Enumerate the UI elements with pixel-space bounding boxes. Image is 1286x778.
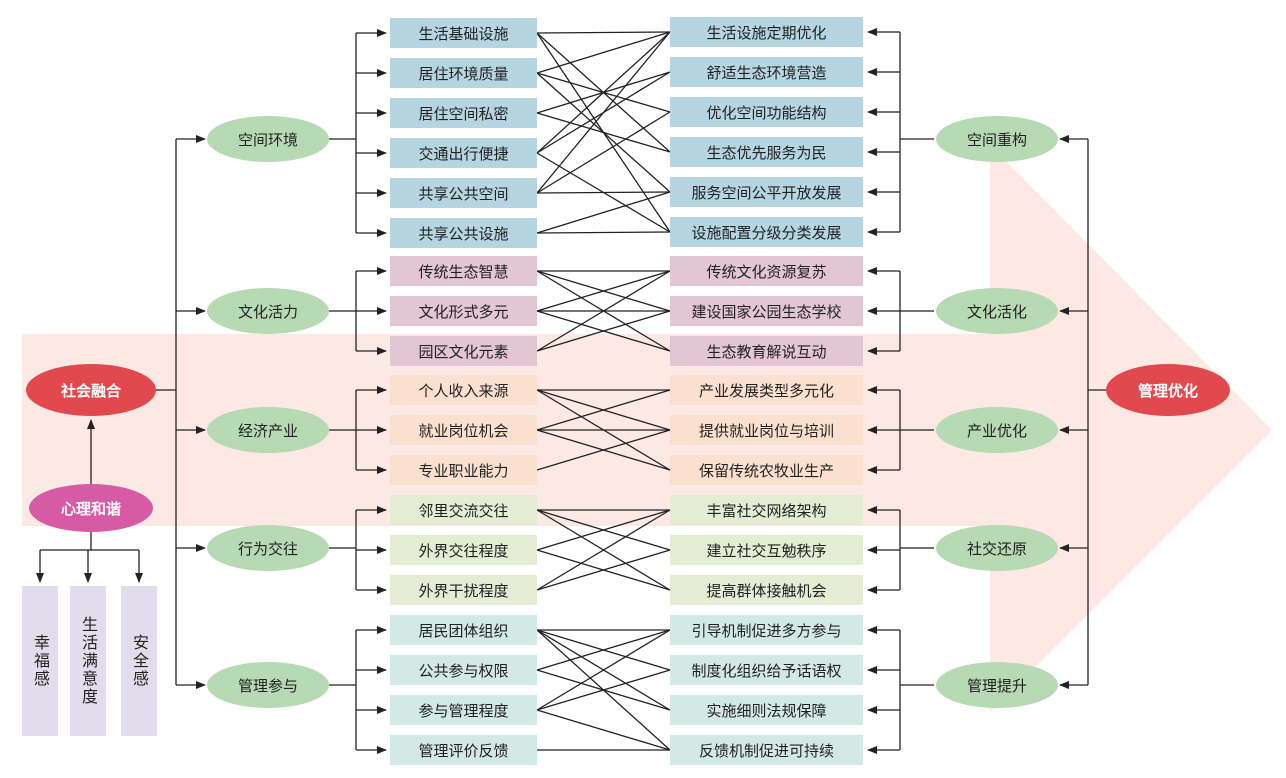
cross-link <box>536 270 671 352</box>
left-item: 个人收入来源 <box>390 375 537 405</box>
cross-link <box>536 111 671 194</box>
left-item: 交通出行便捷 <box>390 138 537 168</box>
right-item: 反馈机制促进可持续 <box>670 735 863 765</box>
left-item: 文化形式多元 <box>390 296 537 326</box>
cross-link <box>536 191 671 194</box>
cross-link <box>536 549 671 591</box>
cross-link <box>536 31 671 74</box>
right-item: 建立社交互勉秩序 <box>670 535 863 565</box>
psychological-harmony-node: 心理和谐 <box>29 484 153 532</box>
left-item: 居民团体组织 <box>390 615 537 645</box>
right-item: 设施配置分级分类发展 <box>670 217 863 247</box>
left-item: 园区文化元素 <box>390 336 537 366</box>
security-box: 安全感 <box>121 586 157 736</box>
right-item: 实施细则法规保障 <box>670 695 863 725</box>
cross-link <box>536 31 671 34</box>
cross-link <box>536 191 671 234</box>
cross-link <box>536 31 671 194</box>
cross-link <box>536 629 671 671</box>
left-item: 就业岗位机会 <box>390 415 537 445</box>
right-item: 生态优先服务为民 <box>670 137 863 167</box>
right-item: 制度化组织给予话语权 <box>670 655 863 685</box>
cross-link <box>536 429 671 471</box>
cross-link <box>536 509 671 591</box>
right-category-3: 产业优化 <box>936 407 1058 453</box>
social-integration-node: 社会融合 <box>26 364 156 416</box>
left-item: 外界干扰程度 <box>390 575 537 605</box>
right-category-5: 管理提升 <box>936 662 1058 708</box>
left-category-5: 管理参与 <box>207 662 329 708</box>
left-item: 生活基础设施 <box>390 18 537 48</box>
left-category-2: 文化活力 <box>207 288 329 334</box>
left-item: 共享公共空间 <box>390 178 537 208</box>
right-item: 生活设施定期优化 <box>670 17 863 47</box>
cross-link <box>536 31 671 154</box>
right-item: 提高群体接触机会 <box>670 575 863 605</box>
right-item: 传统文化资源复苏 <box>670 256 863 286</box>
right-item: 舒适生态环境营造 <box>670 57 863 87</box>
life-satisfaction-box: 生活满意度 <box>70 586 106 736</box>
management-optimization-node: 管理优化 <box>1106 364 1230 416</box>
right-item: 产业发展类型多元化 <box>670 375 863 405</box>
left-item: 共享公共设施 <box>390 218 537 248</box>
right-item: 建设国家公园生态学校 <box>670 296 863 326</box>
left-item: 参与管理程度 <box>390 695 537 725</box>
left-item: 居住环境质量 <box>390 58 537 88</box>
left-item: 居住空间私密 <box>390 98 537 128</box>
right-item: 丰富社交网络架构 <box>670 495 863 525</box>
left-category-1: 空间环境 <box>207 116 329 162</box>
right-category-1: 空间重构 <box>936 116 1058 162</box>
right-item: 生态教育解说互动 <box>670 336 863 366</box>
left-item: 公共参与权限 <box>390 655 537 685</box>
right-item: 优化空间功能结构 <box>670 97 863 127</box>
cross-link <box>536 231 671 234</box>
cross-link <box>536 270 671 312</box>
right-category-4: 社交还原 <box>936 525 1058 571</box>
left-item: 传统生态智慧 <box>390 256 537 286</box>
cross-link <box>536 112 671 153</box>
left-item: 外界交往程度 <box>390 535 537 565</box>
right-item: 引导机制促进多方参与 <box>670 615 863 645</box>
happiness-box: 幸福感 <box>22 586 58 736</box>
cross-link <box>536 509 671 551</box>
left-item: 专业职业能力 <box>390 455 537 485</box>
left-category-4: 行为交往 <box>207 525 329 571</box>
left-item: 邻里交流交往 <box>390 495 537 525</box>
right-item: 保留传统农牧业生产 <box>670 455 863 485</box>
cross-link <box>536 629 671 711</box>
cross-link <box>536 389 671 431</box>
right-category-2: 文化活化 <box>936 288 1058 334</box>
right-item: 提供就业岗位与培训 <box>670 415 863 445</box>
left-category-3: 经济产业 <box>207 407 329 453</box>
cross-link <box>536 669 671 711</box>
cross-link <box>536 310 671 352</box>
left-item: 管理评价反馈 <box>390 735 537 765</box>
right-item: 服务空间公平开放发展 <box>670 177 863 207</box>
cross-link <box>536 709 671 751</box>
